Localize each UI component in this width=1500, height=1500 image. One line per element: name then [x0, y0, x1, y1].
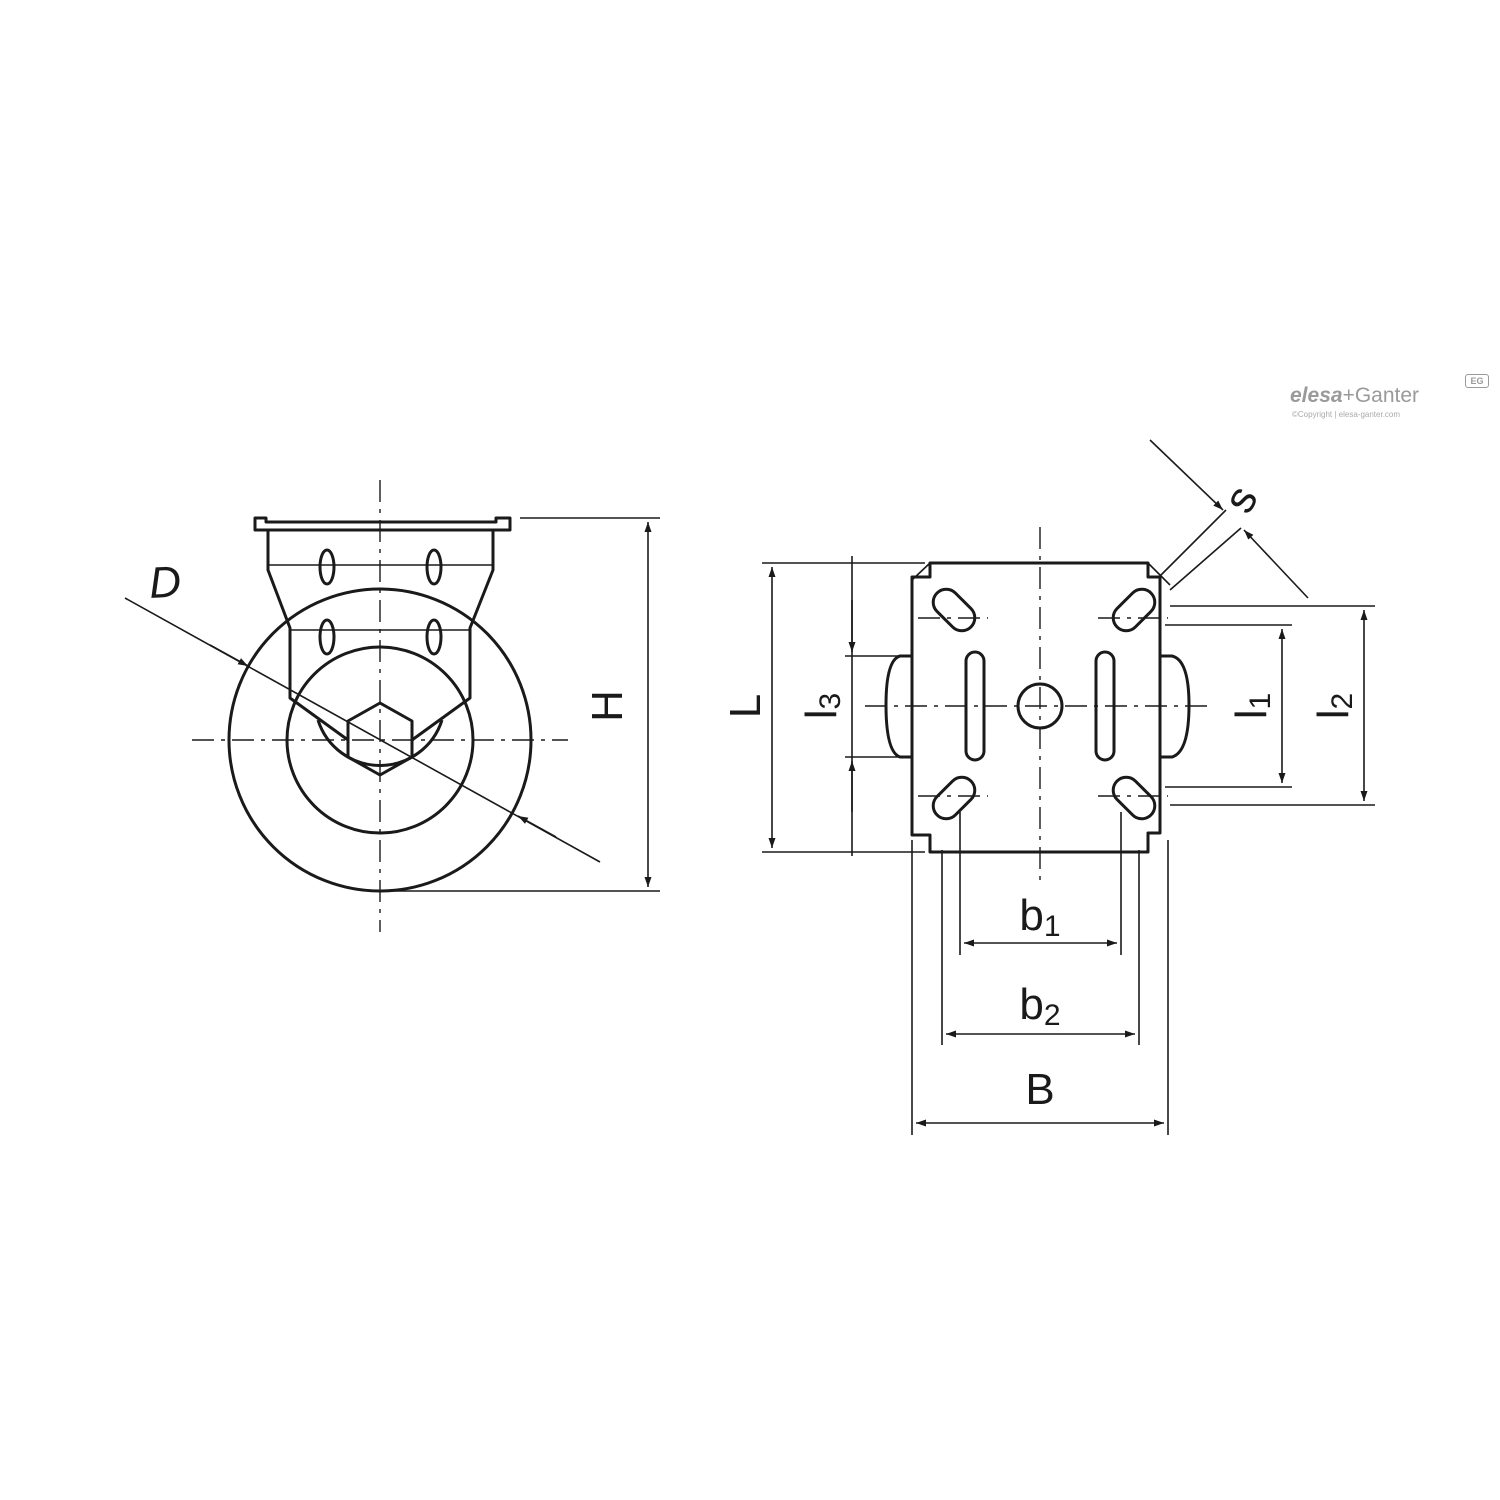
logo-copyright: ©Copyright | elesa-ganter.com [1292, 410, 1401, 419]
brand-logo: elesa+Ganter EG ©Copyright | elesa-gante… [1290, 374, 1500, 424]
dim-label-l2: l2 [1309, 693, 1359, 719]
extension-line-s [1157, 509, 1227, 579]
slot-hole-tl [931, 587, 977, 633]
dim-arrow-s-bottom [1243, 529, 1309, 599]
dim-arrow-s-top [1149, 439, 1224, 511]
slot-hole-br [1111, 775, 1157, 821]
dim-label-B: B [1025, 1065, 1054, 1114]
dim-label-b2: b2 [1019, 980, 1060, 1032]
base-plate [910, 561, 1162, 854]
wheel-bump-left [884, 654, 912, 759]
rivet-ellipse [318, 618, 336, 656]
slot-hole-tr [1111, 587, 1157, 633]
rivet-ellipse [425, 618, 443, 656]
slot-hole-bl [931, 775, 977, 821]
fork-bracket [266, 530, 495, 742]
rivet-ellipse [318, 548, 336, 586]
dim-label-L: L [721, 694, 770, 718]
dim-label-b1: b1 [1019, 891, 1060, 943]
dim-label-l3: l3 [797, 693, 847, 719]
dim-label-l1: l1 [1227, 693, 1277, 719]
dim-label-H: H [583, 690, 632, 722]
diameter-arrow-bottom [517, 815, 557, 838]
base-plate-chamfer-tr [1147, 562, 1171, 586]
rivet-ellipse [425, 548, 443, 586]
wheel-bump-right [1160, 654, 1191, 759]
base-plate-chamfer-tl [911, 562, 931, 581]
logo-badge: EG [1465, 374, 1489, 388]
top-plate [253, 516, 512, 532]
side-view: D H [124, 480, 660, 932]
diameter-arrow-top [209, 644, 249, 667]
extension-line-s [1169, 527, 1242, 591]
logo-wordmark: elesa+Ganter [1290, 384, 1420, 407]
top-view: L l3 l1 l2 s b1 b2 [721, 439, 1375, 1135]
dim-label-D: D [148, 557, 182, 608]
